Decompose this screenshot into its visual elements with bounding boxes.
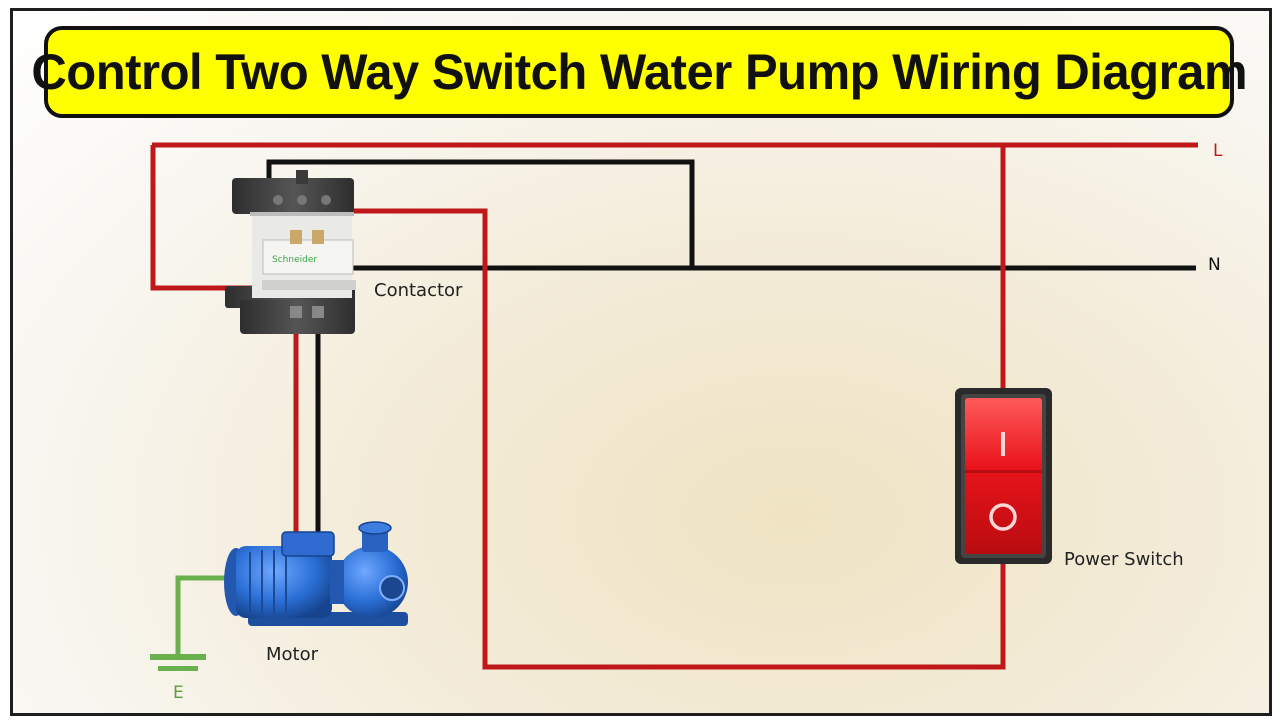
page-title: Control Two Way Switch Water Pump Wiring… [31,44,1247,100]
contactor-icon: Schneider [225,170,356,334]
svg-text:Schneider: Schneider [272,255,317,265]
wire-neutral-main [315,240,1196,271]
title-banner: Control Two Way Switch Water Pump Wiring… [31,26,1247,118]
wire-switch-return [330,208,1006,670]
contactor-label: Contactor [374,280,463,301]
motor-label: Motor [266,644,319,665]
ground-symbol-icon [150,654,206,671]
power-switch-label: Power Switch [1064,549,1184,570]
diagram-frame [10,8,1272,716]
neutral-label: N [1208,255,1221,275]
rocker-switch-icon[interactable] [955,388,1052,564]
switch-on-mark [1001,432,1005,456]
switch-off-mark [989,503,1017,531]
wire-earth [175,575,232,655]
earth-label: E [173,683,184,703]
line-label: L [1213,141,1223,161]
water-pump-motor-icon [224,521,408,626]
